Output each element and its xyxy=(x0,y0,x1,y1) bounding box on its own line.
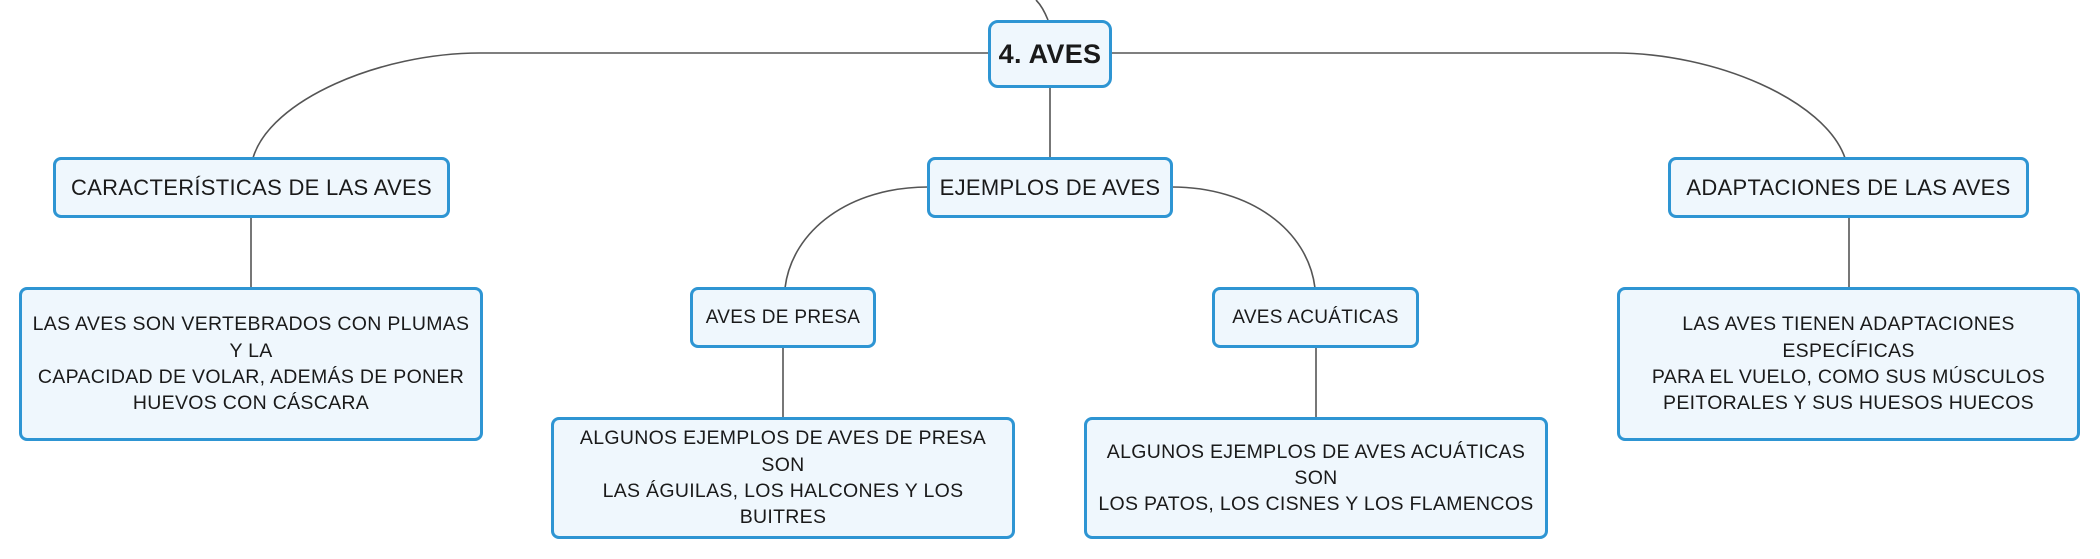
detail-aves-de-presa[interactable]: ALGUNOS EJEMPLOS DE AVES DE PRESA SON LA… xyxy=(551,417,1015,539)
node-aves-de-presa[interactable]: AVES DE PRESA xyxy=(690,287,876,348)
detail-aves-acuaticas-line: ALGUNOS EJEMPLOS DE AVES ACUÁTICAS SON xyxy=(1106,440,1526,489)
connector-ejemplos-presa xyxy=(784,186,929,289)
detail-aves-de-presa-line: ALGUNOS EJEMPLOS DE AVES DE PRESA SON xyxy=(579,427,987,476)
node-aves-acuaticas[interactable]: AVES ACUÁTICAS xyxy=(1212,287,1419,348)
node-aves-acuaticas-label: AVES ACUÁTICAS xyxy=(1232,306,1399,328)
detail-caracteristicas-line: CAPACIDAD DE VOLAR, ADEMÁS DE PONER xyxy=(37,366,465,388)
detail-aves-de-presa-line: LAS ÁGUILAS, LOS HALCONES Y LOS BUITRES xyxy=(602,480,964,529)
detail-adaptaciones-line: PEITORALES Y SUS HUESOS HUECOS xyxy=(1663,392,2034,415)
node-caracteristicas-label: CARACTERÍSTICAS DE LAS AVES xyxy=(70,174,432,200)
detail-caracteristicas[interactable]: LAS AVES SON VERTEBRADOS CON PLUMAS Y LA… xyxy=(19,287,483,441)
node-ejemplos[interactable]: EJEMPLOS DE AVES xyxy=(927,157,1173,218)
detail-caracteristicas-line: LAS AVES SON VERTEBRADOS CON PLUMAS Y LA xyxy=(32,313,470,362)
root-node[interactable]: 4. AVES xyxy=(988,20,1112,88)
detail-adaptaciones[interactable]: LAS AVES TIENEN ADAPTACIONES ESPECÍFICAS… xyxy=(1617,287,2080,441)
node-adaptaciones[interactable]: ADAPTACIONES DE LAS AVES xyxy=(1668,157,2029,218)
connector-ejemplos-acuaticas xyxy=(1171,186,1316,289)
detail-aves-acuaticas-line: LOS PATOS, LOS CISNES Y LOS FLAMENCOS xyxy=(1098,493,1534,516)
root-label: 4. AVES xyxy=(998,38,1102,69)
detail-aves-acuaticas[interactable]: ALGUNOS EJEMPLOS DE AVES ACUÁTICAS SON L… xyxy=(1084,417,1548,539)
connector-root-caracteristicas xyxy=(252,52,988,159)
node-ejemplos-label: EJEMPLOS DE AVES xyxy=(939,174,1161,200)
detail-adaptaciones-line: PARA EL VUELO, COMO SUS MÚSCULOS xyxy=(1651,366,2046,388)
detail-adaptaciones-line: LAS AVES TIENEN ADAPTACIONES ESPECÍFICAS xyxy=(1682,313,2015,362)
node-caracteristicas[interactable]: CARACTERÍSTICAS DE LAS AVES xyxy=(53,157,450,218)
detail-caracteristicas-line: HUEVOS CON CÁSCARA xyxy=(132,392,370,415)
node-adaptaciones-label: ADAPTACIONES DE LAS AVES xyxy=(1686,174,2011,200)
node-aves-de-presa-label: AVES DE PRESA xyxy=(705,306,861,328)
connector-root-adaptaciones xyxy=(1112,52,1846,159)
connector-root-parent xyxy=(1035,0,1049,21)
